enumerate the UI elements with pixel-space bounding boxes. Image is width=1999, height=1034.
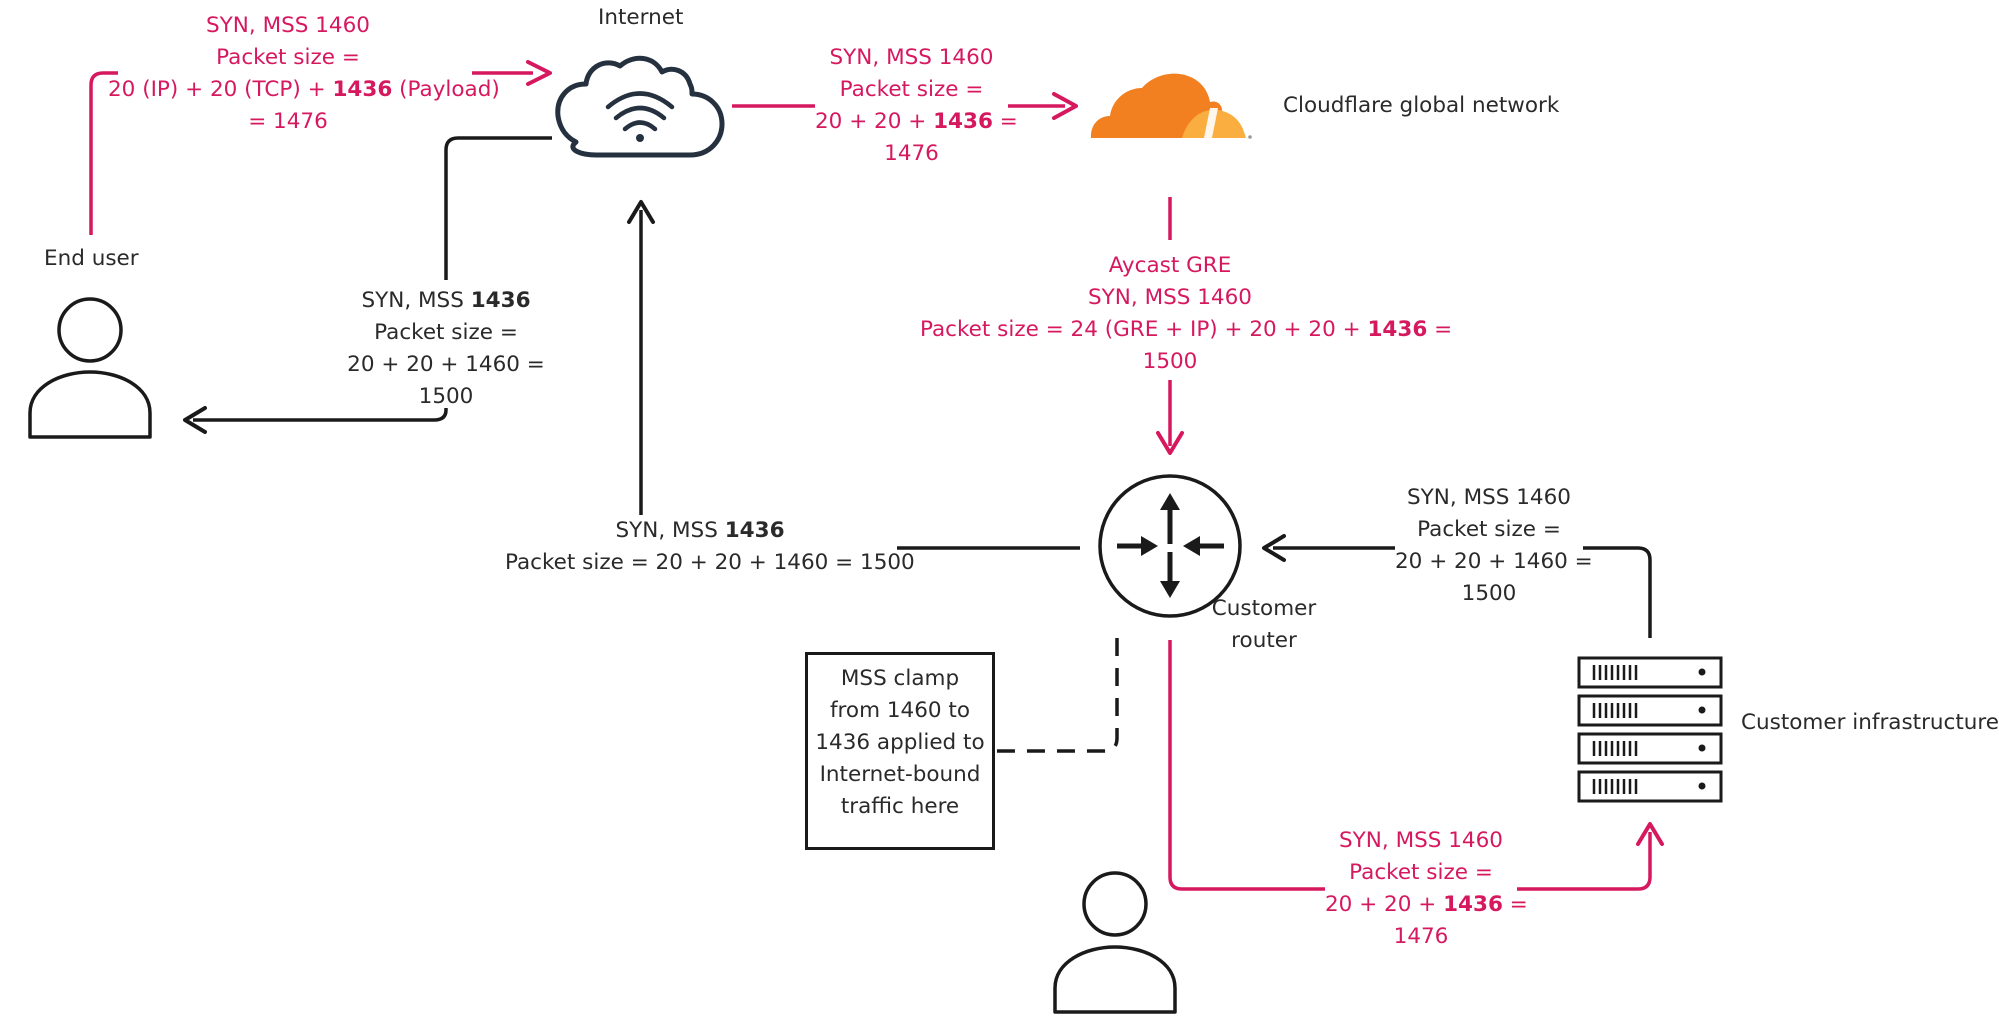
label-line: Packet size = (216, 45, 360, 70)
customer-router-label-line1: Customer (1211, 596, 1317, 621)
customer-router-label: Customer router (1208, 593, 1320, 657)
connector-router-to-infra-a (1168, 640, 1325, 891)
label-line: 20 + 20 + 1436 = (1325, 889, 1528, 921)
label-router-to-internet: SYN, MSS 1436 Packet size = 20 + 20 + 14… (505, 515, 915, 579)
arrowhead-router-to-infra (1636, 822, 1664, 846)
label-line: 20 (IP) + 20 (TCP) + 1436 (Payload) (108, 74, 500, 106)
label-line: 1500 (1461, 581, 1517, 606)
label-line: Packet size = (1349, 860, 1493, 885)
label-line: SYN, MSS 1460 (1088, 285, 1252, 310)
arrowhead-infra-to-router (1262, 534, 1286, 562)
connector-user-to-internet (89, 71, 118, 235)
person-icon-end-user (28, 297, 152, 439)
internet-label: Internet (598, 5, 684, 30)
label-line: SYN, MSS 1460 (1339, 828, 1503, 853)
customer-router-label-line2: router (1231, 628, 1297, 653)
label-internet-to-user: SYN, MSS 1436 Packet size = 20 + 20 + 14… (335, 285, 557, 413)
router-icon (1098, 474, 1242, 618)
end-user-label: End user (44, 246, 139, 271)
label-bold-value: 1436 (332, 77, 393, 102)
label-text: (Payload) (392, 77, 500, 102)
label-line: 1476 (1393, 924, 1449, 949)
label-line: 20 + 20 + 1436 = (815, 106, 1018, 138)
connector-internet-to-user-b (193, 408, 448, 422)
arrowhead-router-to-internet (627, 200, 655, 224)
arrowhead-internet-to-cloudflare (1052, 92, 1078, 120)
label-bold-value: 1436 (1367, 317, 1428, 342)
note-line: from 1460 to (829, 698, 970, 723)
label-infra-to-router: SYN, MSS 1460 Packet size = 20 + 20 + 14… (1395, 482, 1593, 610)
label-text: = (1427, 317, 1453, 342)
label-line: 1500 (1142, 349, 1198, 374)
label-line: SYN, MSS 1460 (206, 13, 370, 38)
label-line: Packet size = (374, 320, 518, 345)
label-line: SYN, MSS 1436 (335, 285, 557, 317)
connector-router-to-infra-b (1517, 832, 1652, 891)
label-line: Packet size = 20 + 20 + 1460 = 1500 (505, 550, 915, 575)
label-text: = (992, 109, 1018, 134)
label-bold-value: 1436 (470, 288, 531, 313)
label-line: Packet size = 24 (GRE + IP) + 20 + 20 + … (920, 314, 1452, 346)
label-line: 1500 (418, 384, 474, 409)
connector-infra-to-router-a (1583, 546, 1652, 638)
label-line: SYN, MSS 1460 (1407, 485, 1571, 510)
label-text: SYN, MSS (361, 288, 471, 313)
label-bold-value: 1436 (724, 518, 785, 543)
label-line: Packet size = (839, 77, 984, 102)
label-text: SYN, MSS (615, 518, 725, 543)
label-bold-value: 1436 (1443, 892, 1503, 917)
note-line: 1436 applied to (815, 730, 985, 755)
cloudflare-label: Cloudflare global network (1283, 93, 1560, 118)
person-icon-bottom (1053, 871, 1177, 1014)
connector-internet-to-user-a (444, 136, 552, 280)
label-line: = 1476 (248, 109, 328, 134)
label-line: SYN, MSS 1460 (829, 45, 994, 70)
note-line: Internet-bound (819, 762, 981, 787)
cloudflare-logo-icon (1090, 73, 1252, 139)
arrowhead-internet-to-user (183, 406, 207, 434)
arrowhead-user-to-internet (526, 60, 552, 86)
label-line: Packet size = (1417, 517, 1561, 542)
label-bold-value: 1436 (933, 109, 993, 134)
label-text: Packet size = 24 (GRE + IP) + 20 + 20 + (920, 317, 1368, 342)
note-line: MSS clamp (840, 666, 960, 691)
connector-mss-clamp-dashed (995, 638, 1119, 753)
label-line: 20 + 20 + 1460 = (347, 352, 545, 377)
label-text: 20 (IP) + 20 (TCP) + (108, 77, 333, 102)
label-line: 1476 (884, 141, 939, 166)
label-line: 20 + 20 + 1460 = (1395, 549, 1593, 574)
label-router-to-infra: SYN, MSS 1460 Packet size = 20 + 20 + 14… (1325, 825, 1528, 953)
label-text: 20 + 20 + (815, 109, 934, 134)
note-line: traffic here (840, 794, 960, 819)
arrowhead-cloudflare-to-router (1156, 431, 1184, 455)
label-text: 20 + 20 + (1325, 892, 1444, 917)
mss-clamp-note: MSS clamp from 1460 to 1436 applied to I… (805, 652, 995, 850)
label-line: SYN, MSS 1436 (505, 515, 895, 547)
cloud-wifi-icon (555, 55, 725, 158)
label-internet-to-cloudflare: SYN, MSS 1460 Packet size = 20 + 20 + 14… (815, 42, 1018, 170)
customer-infrastructure-label: Customer infrastructure (1741, 710, 1999, 735)
label-anycast-gre: Aycast GRE SYN, MSS 1460 Packet size = 2… (920, 250, 1452, 378)
server-rack-icon (1577, 656, 1723, 803)
label-text: = (1502, 892, 1528, 917)
label-user-to-internet: SYN, MSS 1460 Packet size = 20 (IP) + 20… (108, 10, 500, 138)
label-line: Aycast GRE (1108, 253, 1232, 278)
